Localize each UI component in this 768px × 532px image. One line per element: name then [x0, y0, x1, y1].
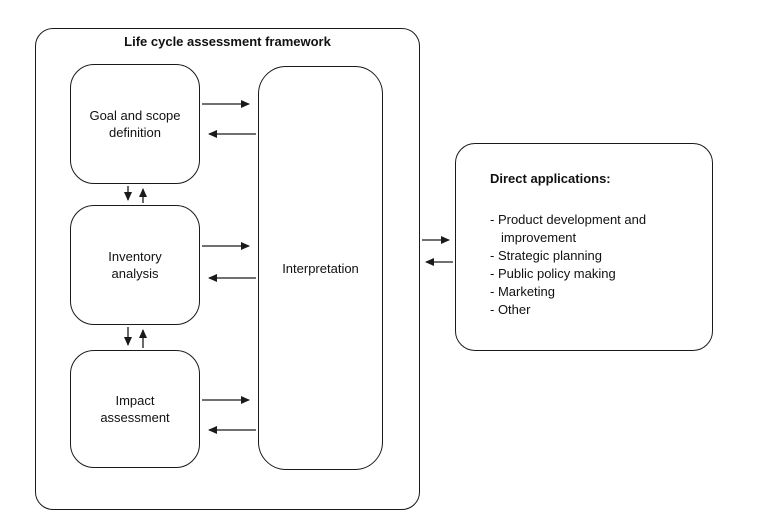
list-item: - Public policy making — [490, 266, 616, 281]
impact-assessment-box: Impact assessment — [70, 350, 200, 468]
inventory-analysis-box: Inventory analysis — [70, 205, 200, 325]
inventory-analysis-label: Inventory analysis — [108, 249, 162, 281]
direct-applications-title: Direct applications: — [490, 171, 611, 186]
direct-applications-box: Direct applications: - Product developme… — [455, 143, 713, 351]
goal-scope-label: Goal and scope definition — [89, 108, 181, 140]
interpretation-label: Interpretation — [282, 260, 359, 276]
framework-title: Life cycle assessment framework — [124, 34, 331, 49]
list-item: - Strategic planning — [490, 248, 603, 263]
framework-box — [35, 28, 420, 510]
direct-applications-list: - Product development and improvement - … — [490, 211, 694, 319]
list-item: - Product development and improvement — [490, 212, 647, 245]
list-item: - Other — [490, 302, 531, 317]
impact-assessment-label: Impact assessment — [100, 393, 170, 425]
interpretation-box: Interpretation — [258, 66, 383, 470]
goal-scope-box: Goal and scope definition — [70, 64, 200, 184]
list-item: - Marketing — [490, 284, 556, 299]
